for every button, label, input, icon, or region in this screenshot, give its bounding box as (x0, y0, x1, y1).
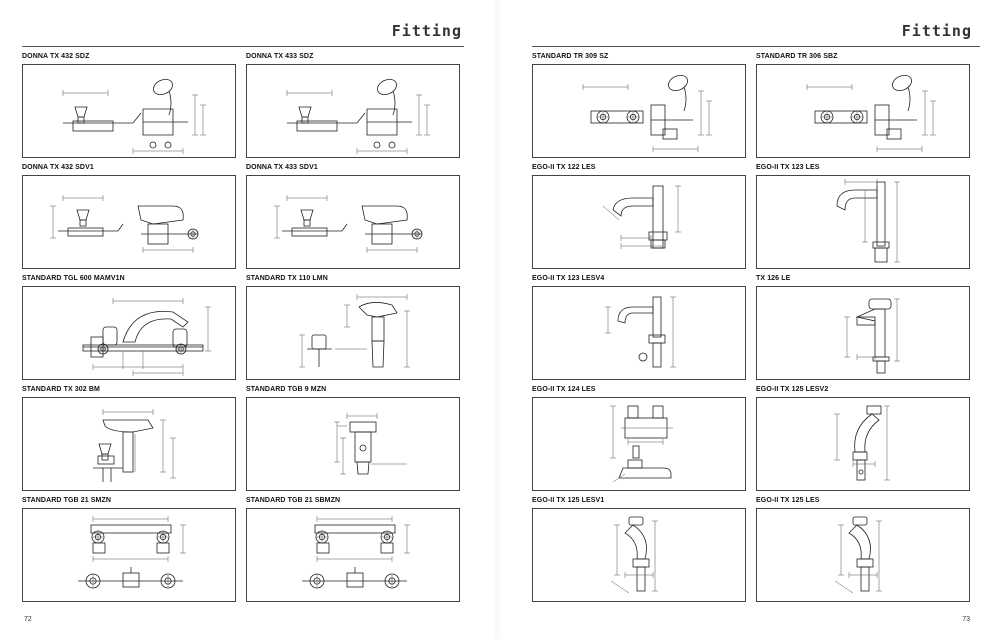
technical-drawing (605, 296, 676, 368)
technical-drawing (602, 185, 681, 249)
product-card: TX 126 LE (756, 274, 970, 380)
product-card: DONNA TX 433 SDZ (246, 52, 460, 158)
product-name: DONNA TX 432 SDZ (22, 53, 90, 60)
product-card: EGO-II TX 122 LES (532, 163, 746, 269)
right-page-header: Fitting (508, 22, 994, 48)
technical-drawing (582, 74, 712, 152)
product-name: DONNA TX 432 SDV1 (22, 164, 94, 171)
technical-drawing-frame (246, 397, 460, 491)
product-name: STANDARD TX 302 BM (22, 386, 100, 393)
technical-drawing (50, 195, 199, 253)
left-page-header: Fitting (0, 22, 486, 48)
product-name: STANDARD TGB 21 SMZN (22, 497, 111, 504)
product-name: EGO-II TX 122 LES (532, 164, 596, 171)
right-page-number: 73 (962, 616, 970, 623)
product-name: EGO-II TX 123 LES (756, 164, 820, 171)
technical-drawing-frame (756, 64, 970, 158)
product-name: STANDARD TX 110 LMN (246, 275, 328, 282)
technical-drawing-frame (532, 175, 746, 269)
product-card: STANDARD TR 306 SBZ (756, 52, 970, 158)
product-name: STANDARD TGB 21 SBMZN (246, 497, 341, 504)
technical-drawing (834, 405, 890, 481)
technical-drawing (334, 413, 407, 475)
technical-drawing (286, 78, 430, 154)
technical-drawing (93, 409, 176, 482)
product-name: STANDARD TGB 9 MZN (246, 386, 327, 393)
product-name: TX 126 LE (756, 275, 791, 282)
technical-drawing-frame (22, 286, 236, 380)
product-card: STANDARD TX 302 BM (22, 385, 236, 491)
product-card: STANDARD TGL 600 MAMV1N (22, 274, 236, 380)
product-name: EGO-II TX 125 LESV2 (756, 386, 829, 393)
technical-drawing (834, 516, 882, 594)
technical-drawing-frame (22, 508, 236, 602)
product-name: STANDARD TGL 600 MAMV1N (22, 275, 125, 282)
product-name: EGO-II TX 125 LESV1 (532, 497, 605, 504)
product-card: DONNA TX 433 SDV1 (246, 163, 460, 269)
technical-drawing (610, 405, 673, 483)
product-card: DONNA TX 432 SDZ (22, 52, 236, 158)
page-gutter (494, 0, 500, 639)
technical-drawing-frame (22, 175, 236, 269)
technical-drawing-frame (532, 64, 746, 158)
product-name: STANDARD TR 309 SZ (532, 53, 609, 60)
product-card: EGO-II TX 125 LESV1 (532, 496, 746, 602)
technical-drawing (836, 179, 900, 263)
technical-drawing-frame (246, 175, 460, 269)
header-rule (22, 46, 464, 47)
product-card: STANDARD TGB 21 SBMZN (246, 496, 460, 602)
left-page-title: Fitting (391, 22, 462, 40)
technical-drawing (82, 298, 211, 376)
technical-drawing-frame (756, 508, 970, 602)
product-name: EGO-II TX 124 LES (532, 386, 596, 393)
product-name: EGO-II TX 125 LES (756, 497, 820, 504)
technical-drawing (274, 195, 423, 253)
product-card: STANDARD TGB 9 MZN (246, 385, 460, 491)
technical-drawing-frame (246, 508, 460, 602)
product-name: DONNA TX 433 SDZ (246, 53, 314, 60)
right-product-grid: STANDARD TR 309 SZ STANDARD TR 306 SBZ EGO… (532, 52, 970, 602)
product-card: EGO-II TX 123 LESV4 (532, 274, 746, 380)
product-card: EGO-II TX 123 LES (756, 163, 970, 269)
technical-drawing-frame (22, 64, 236, 158)
technical-drawing-frame (532, 397, 746, 491)
product-card: EGO-II TX 125 LES (756, 496, 970, 602)
left-product-grid: DONNA TX 432 SDZ DONNA TX 433 SDZ DONNA TX… (22, 52, 460, 602)
product-card: STANDARD TR 309 SZ (532, 52, 746, 158)
header-rule (532, 46, 980, 47)
product-card: DONNA TX 432 SDV1 (22, 163, 236, 269)
left-page: Fitting DONNA TX 432 SDZ DONNA TX 433 SDZ… (0, 0, 486, 639)
technical-drawing (62, 78, 206, 154)
product-name: EGO-II TX 123 LESV4 (532, 275, 605, 282)
technical-drawing-frame (532, 508, 746, 602)
technical-drawing-frame (22, 397, 236, 491)
technical-drawing-frame (246, 64, 460, 158)
product-name: DONNA TX 433 SDV1 (246, 164, 318, 171)
right-page-title: Fitting (901, 22, 972, 40)
technical-drawing (610, 516, 658, 594)
left-page-number: 72 (24, 616, 32, 623)
technical-drawing (78, 516, 186, 589)
technical-drawing (844, 298, 900, 374)
technical-drawing (299, 294, 410, 368)
product-card: STANDARD TGB 21 SMZN (22, 496, 236, 602)
product-name: STANDARD TR 306 SBZ (756, 53, 838, 60)
technical-drawing-frame (756, 286, 970, 380)
product-card: STANDARD TX 110 LMN (246, 274, 460, 380)
product-card: EGO-II TX 124 LES (532, 385, 746, 491)
product-card: EGO-II TX 125 LESV2 (756, 385, 970, 491)
technical-drawing-frame (532, 286, 746, 380)
technical-drawing (806, 74, 936, 152)
technical-drawing-frame (756, 397, 970, 491)
technical-drawing (302, 516, 410, 589)
technical-drawing-frame (756, 175, 970, 269)
technical-drawing-frame (246, 286, 460, 380)
